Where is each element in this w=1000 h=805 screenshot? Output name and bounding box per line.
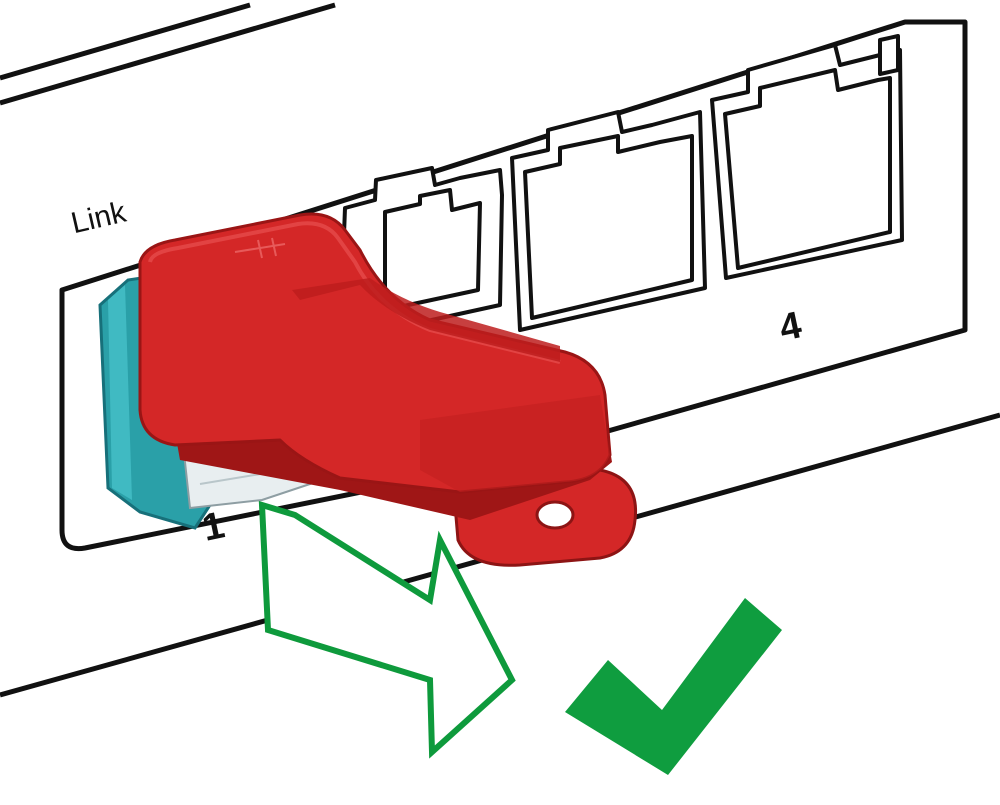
checkmark-icon [565, 598, 782, 775]
port-lock-icon [138, 212, 638, 567]
rj45-port-4 [710, 34, 904, 280]
embossed-symbol [234, 237, 286, 259]
rj45-port-3 [510, 110, 707, 332]
removal-arrow-icon [258, 500, 516, 759]
